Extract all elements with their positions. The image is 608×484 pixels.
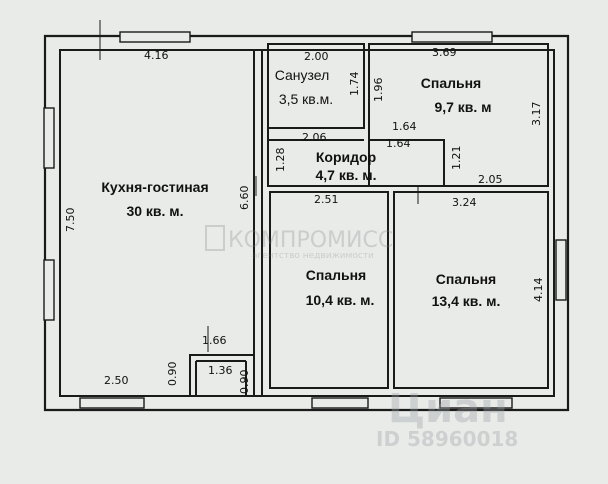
bedroom-top-area: 9,7 кв. м bbox=[434, 99, 491, 115]
kitchen-area: 30 кв. м. bbox=[126, 203, 183, 219]
dim-entry-inner: 1.36 bbox=[208, 364, 233, 377]
watermark-site: Циан bbox=[388, 386, 508, 432]
dim-bed-mid-top: 2.51 bbox=[314, 193, 339, 206]
dim-bath-right: 1.74 bbox=[348, 72, 361, 97]
dim-kitchen-right: 6.60 bbox=[238, 186, 251, 211]
dim-corr-bottom-right: 2.05 bbox=[478, 173, 503, 186]
dim-corr-right: 1.21 bbox=[450, 146, 463, 171]
dim-bed-top-left: 1.96 bbox=[372, 78, 385, 103]
dim-kitchen-left: 7.50 bbox=[64, 208, 77, 233]
dim-entry-right: 0.90 bbox=[238, 370, 251, 395]
watermark-tagline: агентство недвижимости bbox=[252, 251, 374, 261]
windows bbox=[43, 31, 567, 409]
bedroom-right-area: 13,4 кв. м. bbox=[432, 293, 501, 309]
bedroom-mid-area: 10,4 кв. м. bbox=[306, 292, 375, 308]
bedroom-right-name: Спальня bbox=[436, 271, 496, 287]
bedroom-top-name: Спальня bbox=[421, 75, 481, 91]
agency-watermark: КОМПРОМИСС агентство недвижимости bbox=[205, 225, 393, 261]
dim-corr-left: 1.28 bbox=[274, 148, 287, 173]
dim-bed-top-top: 3.69 bbox=[432, 46, 457, 59]
dim-bed-top-bottom: 1.64 bbox=[392, 120, 417, 133]
bedroom-mid-name: Спальня bbox=[306, 267, 366, 283]
dim-kitchen-top: 4.16 bbox=[144, 49, 169, 62]
dim-corr-top-left: 2.06 bbox=[302, 131, 327, 144]
dim-entry-left: 0.90 bbox=[166, 362, 179, 387]
dim-corr-top-right: 1.64 bbox=[386, 137, 411, 150]
bathroom-name: Санузел bbox=[275, 67, 330, 83]
corridor-area: 4,7 кв. м. bbox=[316, 167, 377, 183]
dim-bath-top: 2.00 bbox=[304, 50, 329, 63]
dim-bed-right-right: 4.14 bbox=[532, 278, 545, 303]
dim-kitchen-bottom: 2.50 bbox=[104, 374, 129, 387]
bathroom-area: 3,5 кв.м. bbox=[279, 91, 333, 107]
kitchen-name: Кухня-гостиная bbox=[101, 179, 208, 195]
dim-bed-right-top: 3.24 bbox=[452, 196, 477, 209]
corridor-name: Коридор bbox=[316, 149, 376, 165]
interior-walls bbox=[189, 43, 549, 396]
dim-entry-top: 1.66 bbox=[202, 334, 227, 347]
watermark-brand: КОМПРОМИСС bbox=[228, 228, 393, 253]
dimension-ticks bbox=[99, 20, 419, 352]
watermark-listing-id: ID 58960018 bbox=[376, 427, 518, 451]
dim-bed-top-right: 3.17 bbox=[530, 102, 543, 127]
